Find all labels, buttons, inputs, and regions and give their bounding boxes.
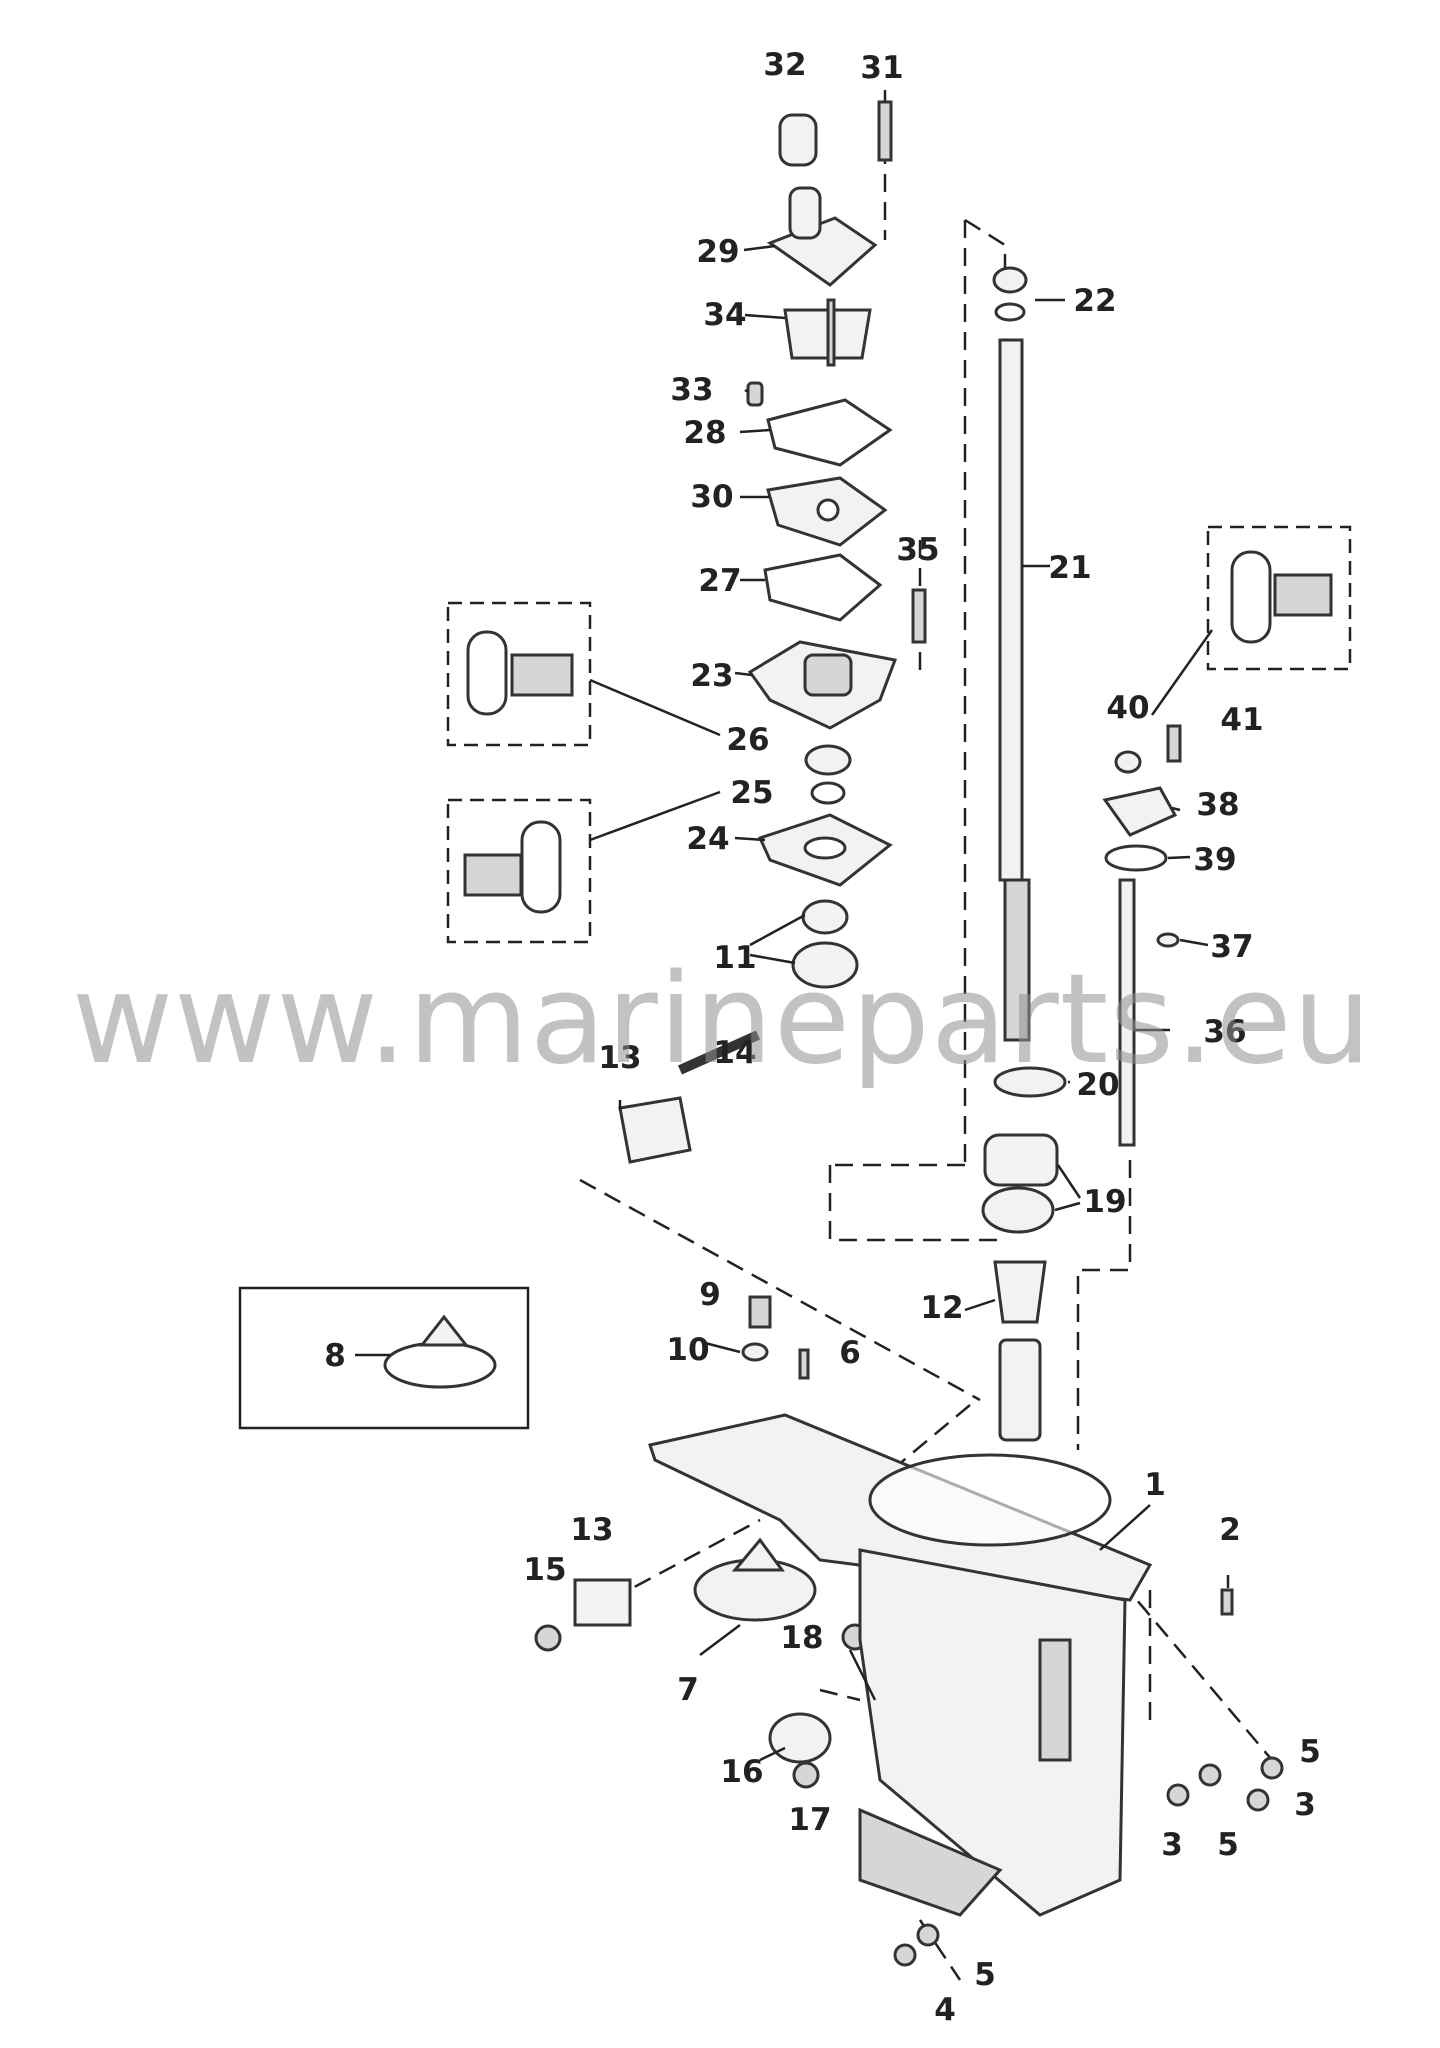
callout-5-mid: 5 bbox=[1217, 1827, 1239, 1863]
watermark: www.marineparts.eu bbox=[72, 948, 1373, 1092]
detail-box-40 bbox=[1206, 525, 1352, 671]
callout-19: 19 bbox=[1083, 1184, 1126, 1220]
detail-box-25 bbox=[446, 798, 592, 944]
callout-25: 25 bbox=[730, 775, 773, 811]
callout-15: 15 bbox=[523, 1552, 566, 1588]
callout-32: 32 bbox=[763, 47, 806, 83]
callout-24: 24 bbox=[686, 821, 729, 857]
shift-shaft-assembly bbox=[1102, 724, 1182, 1147]
callout-34: 34 bbox=[703, 297, 746, 333]
callout-23: 23 bbox=[690, 658, 733, 694]
callout-27: 27 bbox=[698, 563, 741, 599]
callout-30: 30 bbox=[690, 479, 733, 515]
callout-5-right: 5 bbox=[1299, 1734, 1321, 1770]
leader-lines bbox=[355, 244, 1230, 1762]
callout-4: 4 bbox=[934, 1992, 956, 2028]
callout-1: 1 bbox=[1144, 1467, 1166, 1503]
callout-31: 31 bbox=[860, 50, 903, 86]
callout-18: 18 bbox=[780, 1620, 823, 1656]
callout-26: 26 bbox=[726, 722, 769, 758]
callout-20: 20 bbox=[1076, 1067, 1119, 1103]
detail-box-26 bbox=[446, 601, 592, 747]
detail-box-8 bbox=[238, 1286, 530, 1430]
callout-11: 11 bbox=[713, 940, 756, 976]
water-pump-stack bbox=[746, 100, 927, 989]
callout-16: 16 bbox=[720, 1754, 763, 1790]
callout-numbers: 32 31 29 34 33 28 30 27 35 23 26 25 24 1… bbox=[324, 47, 1321, 2028]
callout-38: 38 bbox=[1196, 787, 1239, 823]
callout-22: 22 bbox=[1073, 283, 1116, 319]
callout-40: 40 bbox=[1106, 690, 1149, 726]
callout-35: 35 bbox=[896, 532, 939, 568]
callout-14: 14 bbox=[713, 1035, 756, 1071]
callout-7: 7 bbox=[677, 1672, 699, 1708]
driveshaft-assembly bbox=[981, 266, 1067, 1442]
callout-10: 10 bbox=[666, 1332, 709, 1368]
callout-12: 12 bbox=[920, 1290, 963, 1326]
callout-5-bottom: 5 bbox=[974, 1957, 996, 1993]
callout-9: 9 bbox=[699, 1277, 721, 1313]
callout-28: 28 bbox=[683, 415, 726, 451]
callout-8: 8 bbox=[324, 1338, 346, 1374]
callout-13-upper: 13 bbox=[598, 1040, 641, 1076]
callout-21: 21 bbox=[1048, 550, 1091, 586]
callout-3-right: 3 bbox=[1294, 1787, 1316, 1823]
callout-3-left: 3 bbox=[1161, 1827, 1183, 1863]
callout-33: 33 bbox=[670, 372, 713, 408]
callout-37: 37 bbox=[1210, 929, 1253, 965]
callout-36: 36 bbox=[1203, 1014, 1246, 1050]
callout-6: 6 bbox=[839, 1335, 861, 1371]
callout-13-lower: 13 bbox=[570, 1512, 613, 1548]
gearcase-housing bbox=[648, 1413, 1153, 1917]
callout-29: 29 bbox=[696, 234, 739, 270]
callout-2: 2 bbox=[1219, 1512, 1241, 1548]
callout-41: 41 bbox=[1220, 702, 1263, 738]
callout-39: 39 bbox=[1193, 842, 1236, 878]
callout-17: 17 bbox=[788, 1802, 831, 1838]
